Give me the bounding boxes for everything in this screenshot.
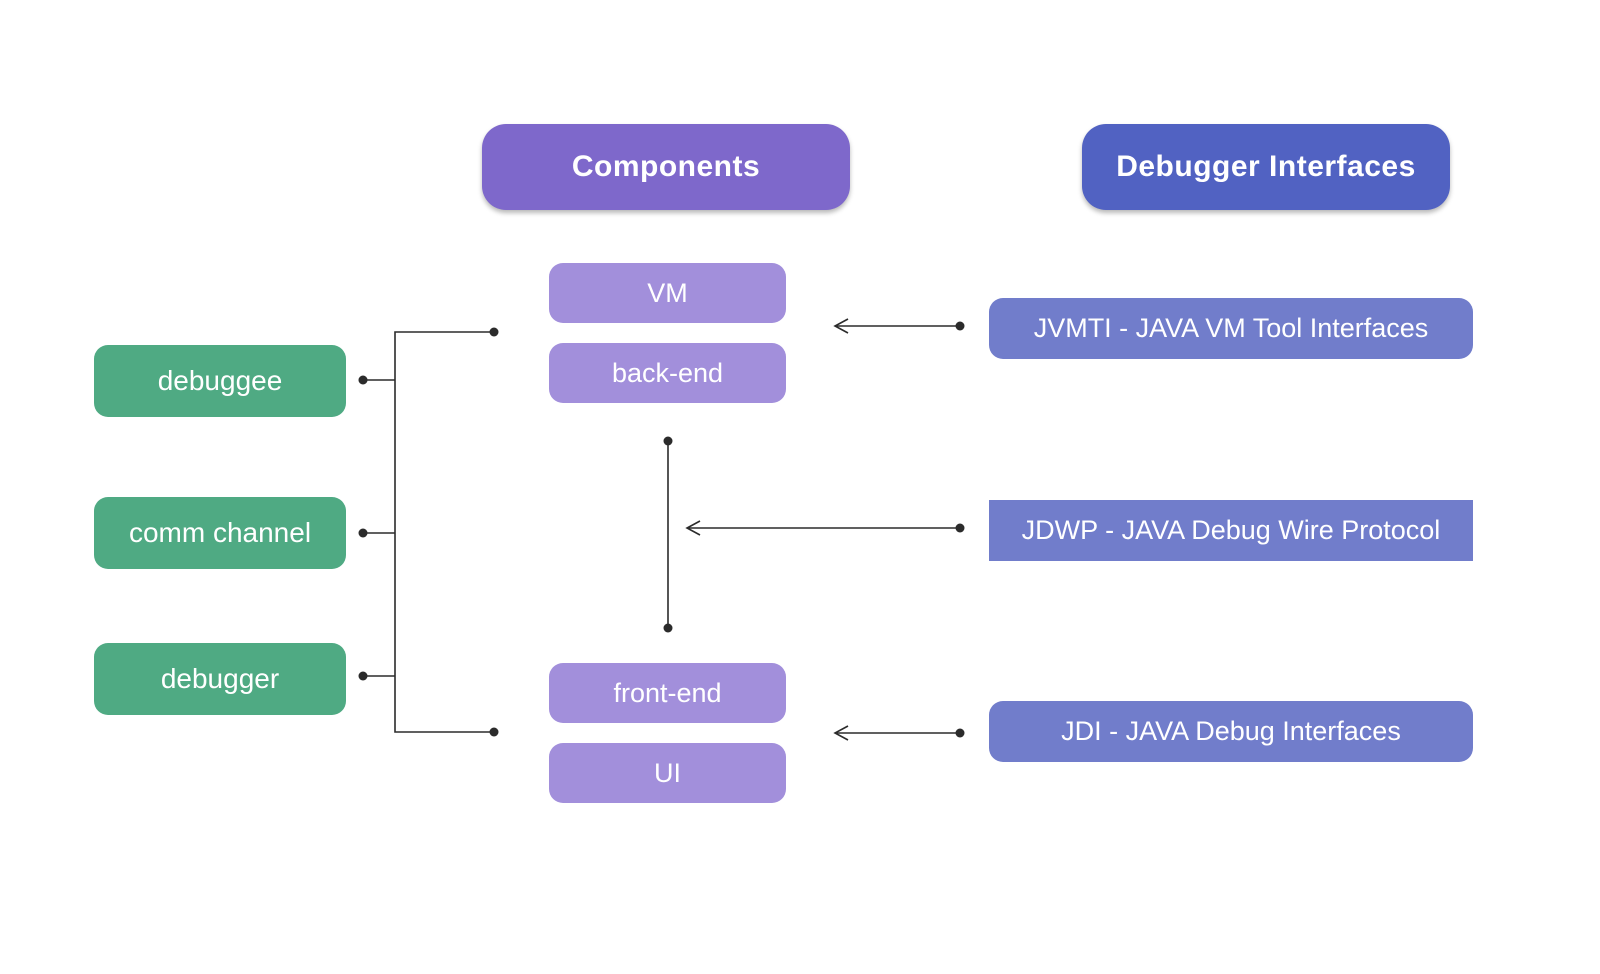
debuggee-box: debuggee [94, 345, 346, 417]
jvmti-arrowhead [833, 318, 849, 334]
jvmti-arrow-dot [955, 321, 965, 331]
bracket-bottom-dot [489, 727, 499, 737]
jdi-box: JDI - JAVA Debug Interfaces [989, 701, 1473, 762]
back-end-box: back-end [549, 343, 786, 403]
debugger-dot [358, 671, 368, 681]
jdwp-box: JDWP - JAVA Debug Wire Protocol [989, 500, 1473, 561]
jdwp-arrow-dot [955, 523, 965, 533]
jdi-arrowhead [833, 725, 849, 741]
jdwp-arrowhead [685, 520, 701, 536]
bracket-top-dot [489, 327, 499, 337]
backend-link-dot [663, 436, 673, 446]
comm-channel-dot [358, 528, 368, 538]
debugger-interfaces-header: Debugger Interfaces [1082, 124, 1450, 210]
comm-channel-box: comm channel [94, 497, 346, 569]
debuggee-dot [358, 375, 368, 385]
jvmti-box: JVMTI - JAVA VM Tool Interfaces [989, 298, 1473, 359]
frontend-link-dot [663, 623, 673, 633]
debugger-box: debugger [94, 643, 346, 715]
front-end-box: front-end [549, 663, 786, 723]
components-header: Components [482, 124, 850, 210]
vm-box: VM [549, 263, 786, 323]
jdi-arrow-dot [955, 728, 965, 738]
bracket-line [394, 331, 494, 733]
ui-box: UI [549, 743, 786, 803]
